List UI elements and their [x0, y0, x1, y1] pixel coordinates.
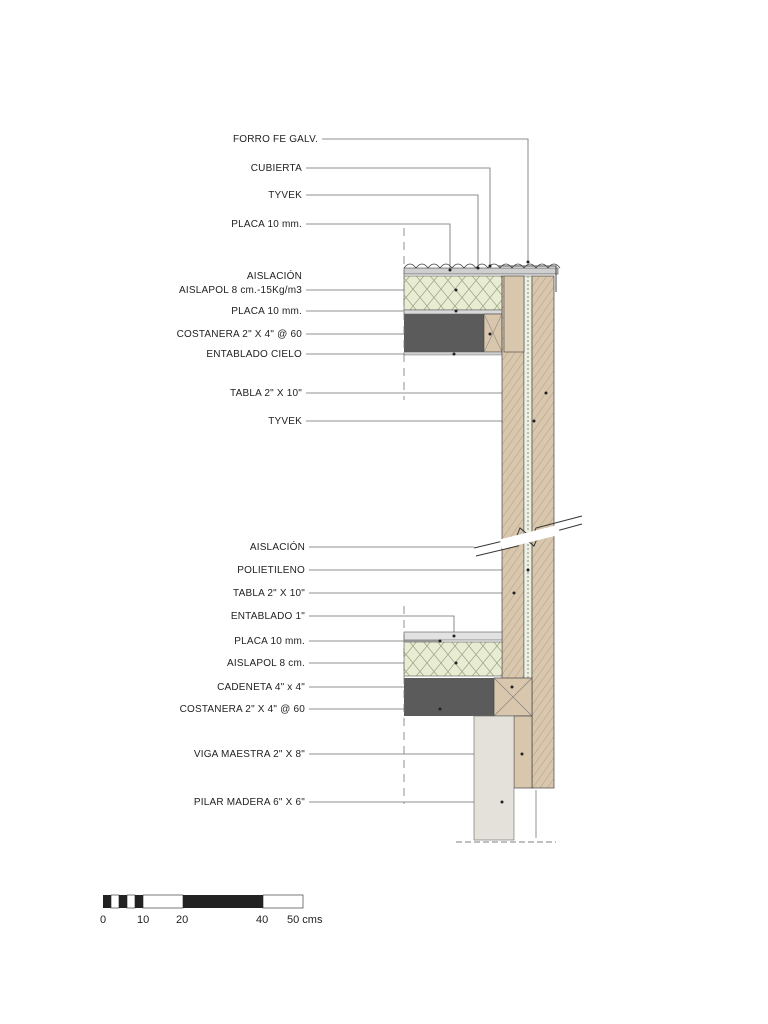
label-aislacion-wall: AISLACIÓN [250, 540, 305, 553]
label-polietileno: POLIETILENO [237, 565, 305, 576]
roof-sheathing [403, 267, 559, 275]
roof-board [403, 309, 503, 315]
label-placa-roof: PLACA 10 mm. [231, 219, 302, 230]
scale-tick-10: 10 [137, 914, 149, 926]
lower-labels: AISLACIÓN POLIETILENO TABLA 2" X 10" ENT… [180, 540, 306, 808]
upper-labels: FORRO FE GALV. CUBIERTA TYVEK PLACA 10 m… [177, 134, 318, 427]
scale-segment-3 [119, 895, 127, 908]
leader-dots [438, 260, 548, 804]
scale-segment-4 [126, 894, 136, 909]
floor-cadeneta-cross [493, 677, 533, 717]
scale-tick-0: 0 [100, 914, 106, 926]
scale-segment-7 [183, 895, 263, 908]
scale-segment-2 [110, 894, 120, 909]
roof-insulation [403, 275, 503, 311]
label-pilar-madera: PILAR MADERA 6" X 6" [194, 797, 305, 808]
scale-segment-6 [142, 894, 184, 909]
floor-costanera [404, 678, 494, 716]
scale-tick-40: 40 [256, 914, 268, 926]
label-tabla-lower: TABLA 2" X 10" [233, 588, 305, 599]
wall-top-plate [503, 275, 525, 353]
roof-flashing [498, 265, 557, 292]
scale-segment-1 [103, 895, 111, 908]
label-placa-floor: PLACA 10 mm. [234, 636, 305, 647]
scale-unit-label: 50 cms [287, 914, 323, 926]
label-cadeneta: CADENETA 4" x 4" [217, 682, 305, 693]
label-aislapol-roof: AISLAPOL 8 cm.-15Kg/m3 [179, 285, 302, 296]
label-tabla-upper: TABLA 2" X 10" [230, 388, 302, 399]
scale-segment-8 [262, 894, 304, 909]
scale-tick-20: 20 [176, 914, 188, 926]
label-placa-ceiling: PLACA 10 mm. [231, 306, 302, 317]
label-tyvek-wall: TYVEK [268, 416, 302, 427]
scale-segment-5 [135, 895, 143, 908]
main-beam [513, 715, 533, 789]
label-entablado-cielo: ENTABLADO CIELO [206, 349, 302, 360]
label-costanera-roof: COSTANERA 2" X 4" @ 60 [177, 329, 303, 340]
floor-insulation [403, 641, 503, 677]
roof-costanera [404, 314, 484, 352]
label-aislapol-floor: AISLAPOL 8 cm. [227, 658, 305, 669]
floor-assembly [403, 631, 556, 843]
roof-costanera-cross [483, 313, 503, 353]
label-viga-maestra: VIGA MAESTRA 2" X 8" [194, 749, 305, 760]
label-cubierta: CUBIERTA [251, 163, 302, 174]
label-aislacion-roof: AISLACIÓN [247, 269, 302, 282]
wood-post [473, 715, 515, 841]
roof-corrugated-sheet [403, 263, 561, 269]
label-tyvek-roof: TYVEK [268, 190, 302, 201]
wall-assembly [473, 275, 583, 789]
label-entablado-1: ENTABLADO 1" [231, 611, 305, 622]
scale-bar: 0 10 20 40 50 cms [100, 894, 323, 926]
label-costanera-floor: COSTANERA 2" X 4" @ 60 [180, 704, 306, 715]
label-forro-fe-galv: FORRO FE GALV. [233, 134, 318, 145]
reference-lines [403, 228, 537, 838]
break-gap [499, 524, 561, 550]
